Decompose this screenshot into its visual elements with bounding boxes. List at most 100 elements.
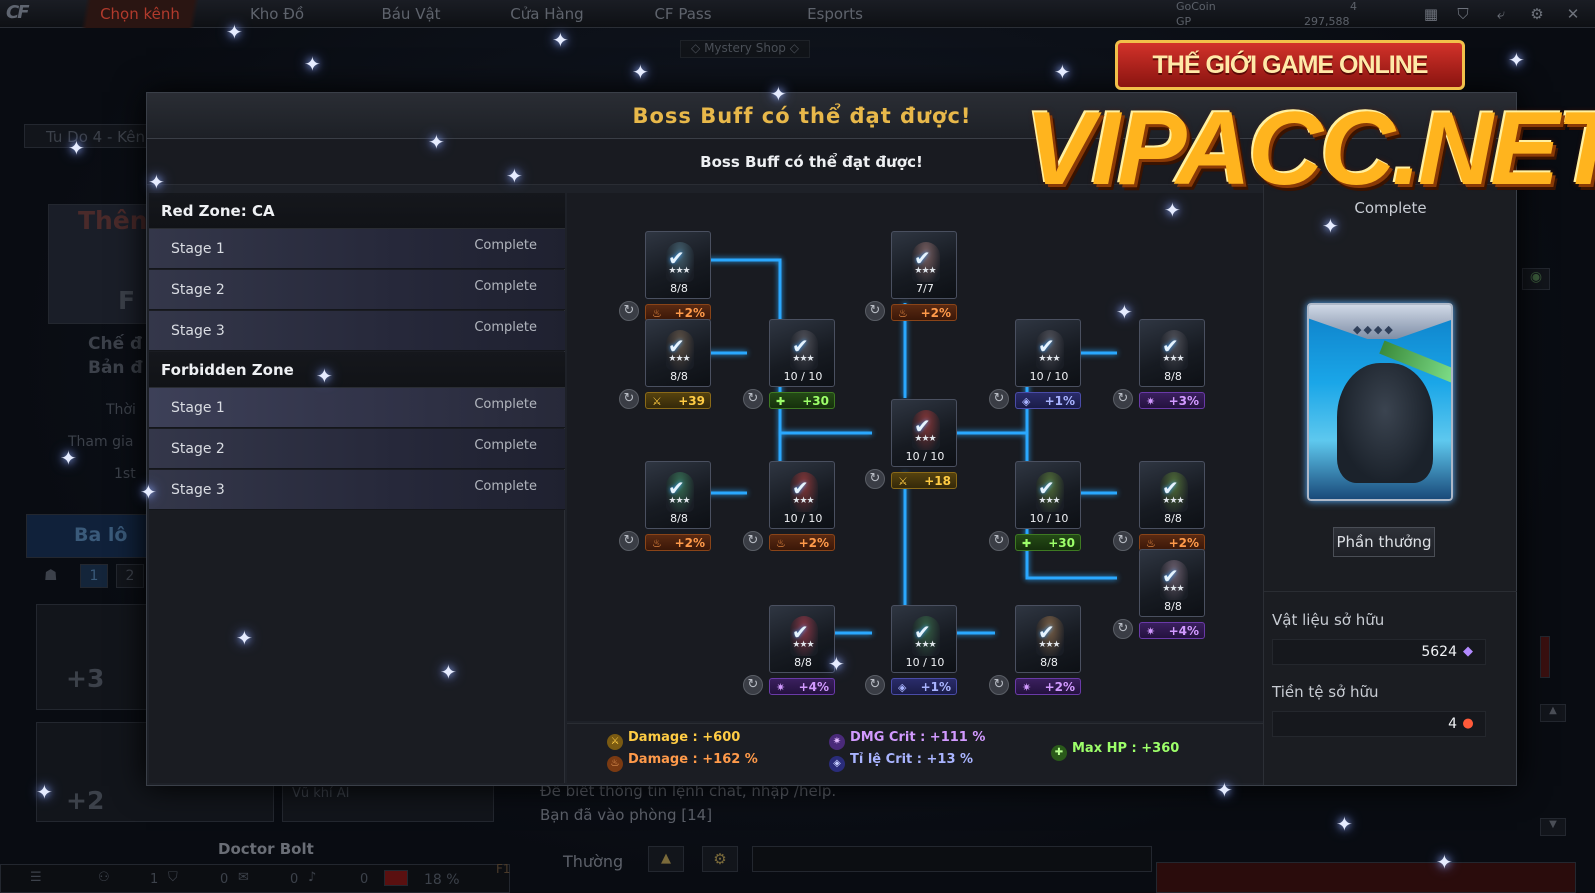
ai-weapon-label: Vũ khí AI <box>292 786 350 801</box>
weapon-slot-1[interactable] <box>36 604 148 710</box>
stage-row[interactable]: Stage 3 Complete <box>149 470 565 510</box>
refresh-icon[interactable]: ↻ <box>1113 389 1133 409</box>
refresh-icon[interactable]: ↻ <box>619 301 639 321</box>
boss-figure <box>1036 616 1064 656</box>
cf-logo[interactable]: CF <box>6 2 30 23</box>
refresh-icon[interactable]: ↻ <box>619 531 639 551</box>
boss-portrait[interactable]: ✔★★★10 / 10 <box>1015 319 1081 387</box>
stage-row[interactable]: Stage 2 Complete <box>149 270 565 310</box>
rank-stars-icon: ★★★ <box>668 354 690 364</box>
buff-node[interactable]: ✔★★★7/7↻♨+2% <box>865 231 957 335</box>
total-damage-pct: ♨Damage : +162 % <box>607 752 758 772</box>
stage-row[interactable]: Stage 2 Complete <box>149 429 565 469</box>
check-icon: ✔ <box>914 246 931 270</box>
boss-figure <box>1036 472 1064 512</box>
backpack-label: Ba lô <box>74 524 128 546</box>
nav-inventory[interactable]: Kho Đồ <box>249 5 305 23</box>
boss-portrait[interactable]: ✔★★★8/8 <box>1139 461 1205 529</box>
zone-header-red-zone: Red Zone: CA <box>149 193 565 229</box>
loadout-tab-2[interactable]: 2 <box>116 564 144 588</box>
kill-count: 8/8 <box>670 282 688 295</box>
buff-node[interactable]: ✔★★★10 / 10↻✚+30 <box>989 461 1081 565</box>
boss-portrait[interactable]: ✔★★★10 / 10 <box>891 399 957 467</box>
nav-shop[interactable]: Cửa Hàng <box>510 5 584 23</box>
stage-row-selected[interactable]: Stage 1 Complete <box>149 388 565 428</box>
boss-portrait[interactable]: ✔★★★8/8 <box>1139 319 1205 387</box>
shield-icon[interactable]: ⛉ <box>1457 5 1469 23</box>
chat-up-icon[interactable]: ▲ <box>648 846 684 872</box>
bag-icon: ☗ <box>44 566 58 584</box>
purple-icon: ✷ <box>1146 395 1156 408</box>
refresh-icon[interactable]: ↻ <box>865 301 885 321</box>
buff-node[interactable]: ✔★★★10 / 10 ↻ ◈+1% <box>989 319 1081 423</box>
boss-portrait[interactable]: ✔★★★10 / 10 <box>891 605 957 673</box>
refresh-icon[interactable]: ↻ <box>865 469 885 489</box>
refresh-icon[interactable]: ↻ <box>743 531 763 551</box>
stage-row[interactable]: Stage 3 Complete <box>149 311 565 351</box>
stage-row[interactable]: Stage 1 Complete <box>149 229 565 269</box>
scroll-up-icon[interactable]: ▲ <box>1540 704 1566 722</box>
boss-portrait[interactable]: ✔★★★8/8 <box>645 231 711 299</box>
refresh-icon[interactable]: ↻ <box>743 675 763 695</box>
refresh-icon[interactable]: ↻ <box>989 389 1009 409</box>
boss-portrait[interactable]: ✔★★★8/8 <box>645 461 711 529</box>
refresh-icon[interactable]: ↻ <box>989 531 1009 551</box>
check-icon: ✔ <box>914 414 931 438</box>
boss-portrait[interactable]: ✔★★★7/7 <box>891 231 957 299</box>
refresh-icon[interactable]: ↻ <box>1113 619 1133 639</box>
kill-count: 10 / 10 <box>783 512 823 525</box>
boss-portrait[interactable]: ✔★★★8/8 <box>769 605 835 673</box>
boss-portrait[interactable]: ✔★★★10 / 10 <box>769 461 835 529</box>
loadout-tab-1[interactable]: 1 <box>80 564 108 588</box>
exit-icon[interactable]: ⤶ <box>1496 5 1506 23</box>
refresh-icon[interactable]: ↻ <box>619 389 639 409</box>
buff-node[interactable]: ✔★★★8/8↻✷+3% <box>1113 319 1205 423</box>
watermark-ribbon: THẾ GIỚI GAME ONLINE <box>1115 40 1465 90</box>
buff-node[interactable]: ✔★★★8/8↻✷+4% <box>743 605 835 709</box>
nav-channel[interactable]: Chọn kênh <box>75 0 205 28</box>
chat-mode-select[interactable]: Thường <box>563 852 624 871</box>
nav-cf-pass[interactable]: CF Pass <box>654 5 712 23</box>
refresh-icon[interactable]: ↻ <box>865 675 885 695</box>
total-damage-flat: ⚔Damage : +600 <box>607 730 740 750</box>
boss-portrait[interactable]: ✔★★★10 / 10 <box>769 319 835 387</box>
buff-node[interactable]: ✔★★★8/8↻✷+2% <box>989 605 1081 709</box>
buff-node[interactable]: ✔★★★10 / 10↻♨+2% <box>743 461 835 565</box>
buff-node[interactable]: ✔★★★10 / 10↻⚔+18 <box>865 399 957 503</box>
buff-node[interactable]: ✔★★★8/8↻⚔+39 <box>619 319 711 423</box>
map-icon[interactable]: ▦ <box>1423 5 1439 23</box>
boss-card[interactable]: ◆◆◆◆ <box>1307 303 1453 501</box>
reward-button[interactable]: Phần thưởng <box>1333 527 1435 557</box>
chat-input[interactable] <box>752 846 1152 872</box>
scroll-down-icon[interactable]: ▼ <box>1540 818 1566 836</box>
nav-esports[interactable]: Esports <box>807 5 863 23</box>
bonus-badge: ◈+1% <box>1015 392 1081 409</box>
mystery-shop-button[interactable]: ◇ Mystery Shop ◇ <box>680 40 810 58</box>
boss-portrait[interactable]: ✔★★★8/8 <box>1015 605 1081 673</box>
boss-portrait[interactable]: ✔★★★8/8 <box>1139 549 1205 617</box>
crit-star-icon: ✷ <box>829 734 845 750</box>
refresh-icon[interactable]: ↻ <box>989 675 1009 695</box>
close-icon[interactable]: ✕ <box>1566 5 1580 23</box>
rank-stars-icon: ★★★ <box>1162 584 1184 594</box>
gear-icon[interactable]: ⚙ <box>1530 5 1544 23</box>
backpack-tab[interactable] <box>26 514 148 558</box>
ready-bar[interactable] <box>1156 862 1576 893</box>
boss-portrait[interactable]: ✔★★★8/8 <box>645 319 711 387</box>
chat-toggle-icon[interactable]: ◉ <box>1522 268 1550 290</box>
rank-stars-icon: ★★★ <box>792 496 814 506</box>
buff-node[interactable]: ✔★★★10 / 10↻◈+1% <box>865 605 957 709</box>
boss-monster-image <box>1337 363 1433 483</box>
nav-treasure[interactable]: Báu Vật <box>381 5 441 23</box>
refresh-icon[interactable]: ↻ <box>743 389 763 409</box>
boss-portrait[interactable]: ✔★★★10 / 10 <box>1015 461 1081 529</box>
total-max-hp-text: Max HP : +360 <box>1072 741 1180 756</box>
buff-node[interactable]: ✔★★★8/8↻♨+2% <box>619 231 711 335</box>
buff-node[interactable]: ✔★★★8/8↻♨+2% <box>619 461 711 565</box>
chat-settings-icon[interactable]: ⚙ <box>702 846 738 872</box>
f1-key[interactable]: F1 <box>496 862 511 876</box>
buff-node[interactable]: ✔★★★8/8↻✷+4% <box>1113 549 1205 653</box>
buff-node[interactable]: ✔★★★8/8↻♨+2% <box>1113 461 1205 565</box>
buff-node[interactable]: ✔★★★10 / 10↻✚+30 <box>743 319 835 423</box>
refresh-icon[interactable]: ↻ <box>1113 531 1133 551</box>
